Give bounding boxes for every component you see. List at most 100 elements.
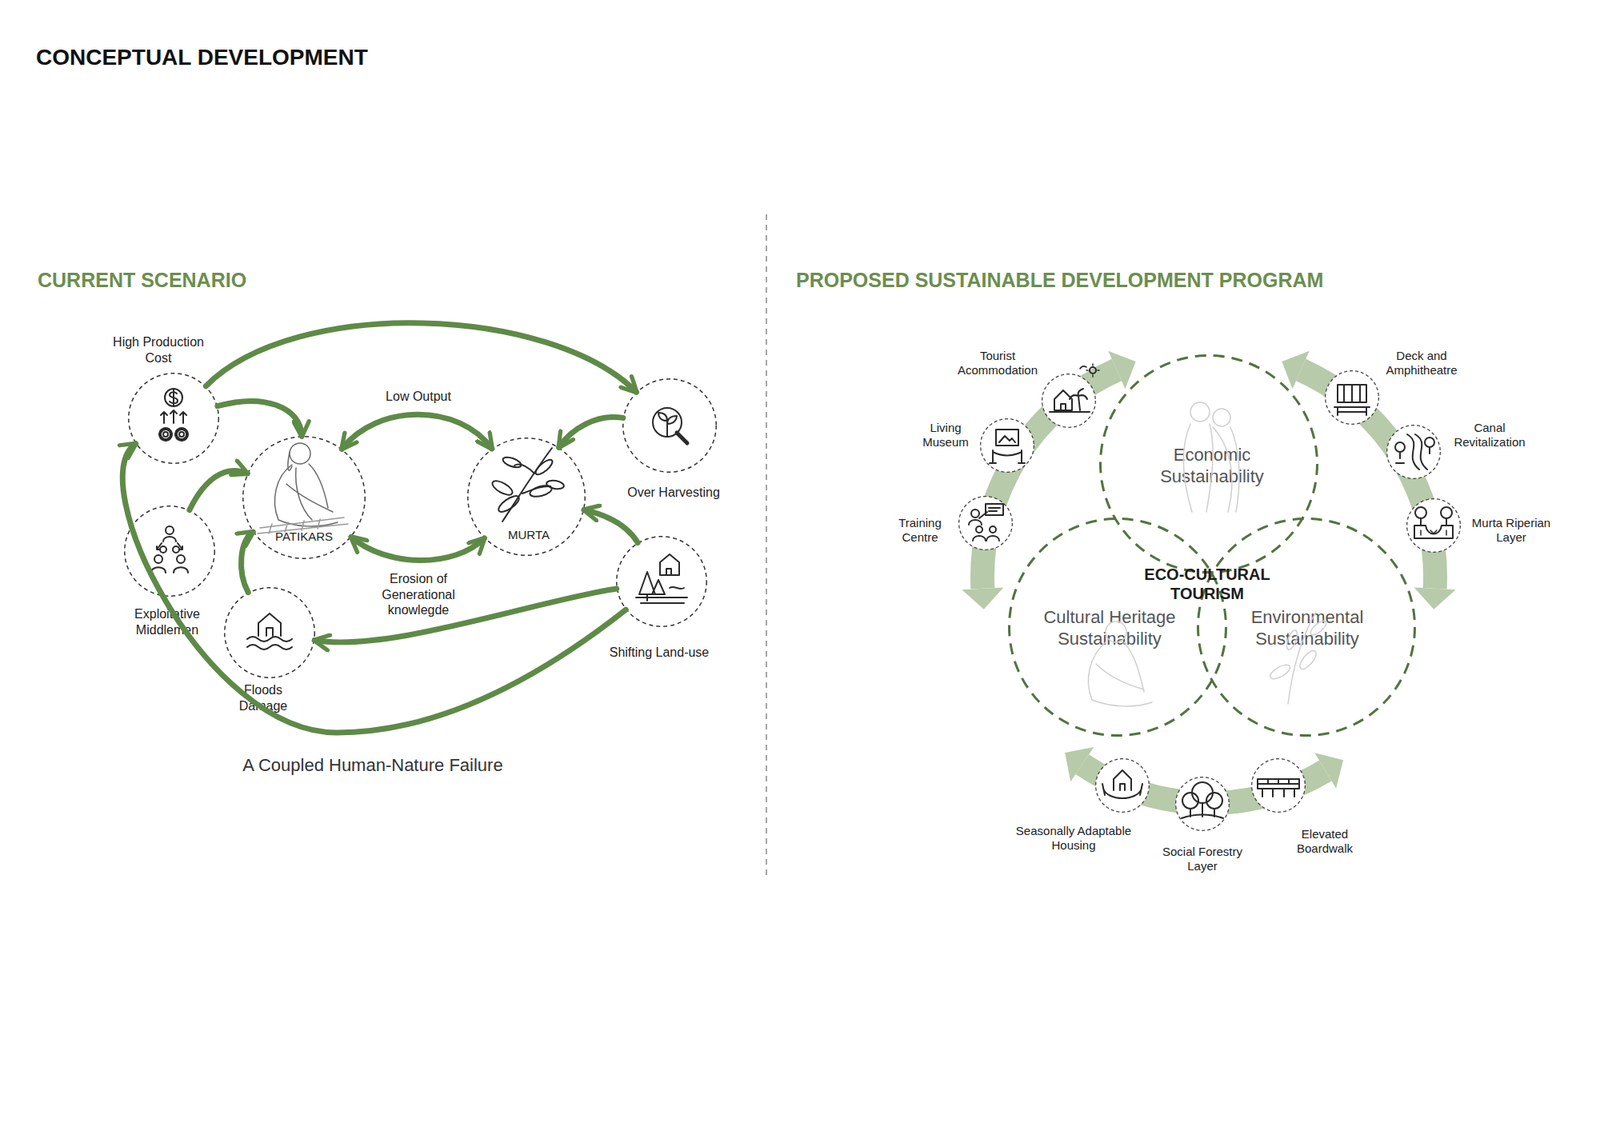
middlemen-icon-part xyxy=(151,567,166,573)
cost-icon-part xyxy=(160,428,172,440)
forestry-icon-part xyxy=(1192,782,1213,804)
dashed-circle xyxy=(224,587,316,679)
circle-node: Seasonally Adaptable Housing xyxy=(1095,758,1150,813)
venn-node: Cultural Heritage Sustainability xyxy=(1008,517,1228,737)
training-icon xyxy=(968,504,1004,541)
node-label: Deck and Amphitheatre xyxy=(1377,348,1466,379)
canal-icon-part xyxy=(1396,462,1404,464)
middlemen-icon-part xyxy=(176,555,185,564)
circle-node: MURTA xyxy=(467,437,586,556)
node-label: High Production Cost xyxy=(106,334,211,366)
page-title: CONCEPTUAL DEVELOPMENT xyxy=(36,44,368,72)
node-label: Floods Damage xyxy=(231,682,296,714)
murta-plant-part xyxy=(501,455,523,470)
edge-label: Low Output xyxy=(362,388,475,405)
training-icon-part xyxy=(988,508,1000,512)
node-label: Economic Sustainability xyxy=(1128,444,1296,488)
housing-icon xyxy=(1102,770,1143,799)
weaver-sketch-part xyxy=(257,517,348,534)
landuse-icon-part xyxy=(636,587,688,604)
dashed-circle xyxy=(124,506,216,597)
venn-circle xyxy=(1008,517,1228,737)
icon-circle xyxy=(1251,758,1306,813)
training-icon-part xyxy=(989,526,996,533)
harvest-icon-part xyxy=(658,412,677,437)
forestry-icon-part xyxy=(1201,803,1204,817)
dashed-circle xyxy=(128,373,220,464)
diagram-caption: A Coupled Human-Nature Failure xyxy=(204,755,541,777)
housing-icon-part xyxy=(1102,784,1143,799)
center-label: ECO-CULTURAL TOURISM xyxy=(1133,564,1282,604)
icon-circle xyxy=(1325,371,1380,425)
couple-sketch xyxy=(1184,402,1240,512)
couple-sketch-part xyxy=(1212,408,1231,427)
node-label: MURTA xyxy=(484,528,573,543)
museum-icon-part xyxy=(999,436,1016,443)
dashed-circle xyxy=(622,378,717,473)
circle-node: Social Forestry Layer xyxy=(1175,776,1230,832)
training-icon-part xyxy=(972,536,986,541)
murta-plant-part xyxy=(545,479,564,491)
middlemen-icon-part xyxy=(173,567,188,573)
canal-icon-part xyxy=(1424,437,1435,448)
weaver-sketch-part xyxy=(274,452,338,527)
housing-icon-part xyxy=(1113,770,1132,791)
murta-plant-part xyxy=(533,457,555,477)
riparian-icon-part xyxy=(1440,507,1452,519)
node-label: Social Forestry Layer xyxy=(1156,844,1249,875)
dashed-circle xyxy=(224,588,316,679)
murta-plant-part xyxy=(502,448,552,522)
arrow-connector xyxy=(205,323,636,392)
section-heading: CURRENT SCENARIO xyxy=(37,268,247,293)
node-label: Environmental Sustainability xyxy=(1223,607,1392,651)
circle-node: Over Harvesting xyxy=(622,378,717,473)
training-icon-part xyxy=(985,504,1004,516)
riparian-icon-part xyxy=(1420,518,1422,526)
harvest-icon-part xyxy=(676,432,688,444)
cost-icon-part xyxy=(163,432,168,437)
circle-node: Training Centre xyxy=(958,496,1013,551)
riparian-icon-part xyxy=(1415,507,1427,519)
dashed-circle xyxy=(467,437,586,556)
dashed-circle xyxy=(243,436,366,560)
cost-icon-part xyxy=(176,428,188,440)
training-icon-part xyxy=(976,526,983,533)
dashed-circle xyxy=(623,379,717,473)
middlemen-icon-part xyxy=(163,536,176,542)
venn-node: Economic Sustainability xyxy=(1099,354,1319,574)
band-arrow-head xyxy=(961,587,1004,609)
cost-icon-part xyxy=(160,410,187,424)
icon-circle xyxy=(959,496,1013,551)
arrow-connector xyxy=(240,532,253,593)
tourism-icon-part xyxy=(1089,367,1096,374)
cost-icon xyxy=(160,388,188,440)
circle-node: Shifting Land-use xyxy=(616,536,708,628)
venn-circle xyxy=(1099,354,1319,574)
middlemen-icon-part xyxy=(172,546,180,553)
middlemen-icon-part xyxy=(156,543,183,550)
training-icon-part xyxy=(971,509,980,518)
riparian-icon-part xyxy=(1414,525,1453,539)
plant-sketch-part xyxy=(1296,648,1319,672)
edge-label: Erosion of Generational knowlegde xyxy=(373,571,464,619)
arrow-connector xyxy=(351,536,484,560)
circle-node: Canal Revitalization xyxy=(1386,424,1441,480)
node-label: Tourist Acommodation xyxy=(949,348,1046,379)
node-label: Murta Riperian Layer xyxy=(1465,516,1558,546)
circle-node: Living Museum xyxy=(980,418,1035,473)
forestry-icon-part xyxy=(1206,792,1223,809)
weaver-sketch xyxy=(257,443,348,534)
canal-icon-part xyxy=(1428,447,1431,454)
riparian-icon-part xyxy=(1420,530,1447,536)
icon-circle xyxy=(1407,499,1461,553)
murta-plant xyxy=(490,448,565,522)
plant-sketch xyxy=(1268,612,1329,704)
circle-node: High Production Cost xyxy=(128,372,220,464)
cost-icon-part xyxy=(164,388,183,407)
band-arrow-head xyxy=(1064,747,1094,782)
tourism-icon-part xyxy=(1049,388,1090,412)
